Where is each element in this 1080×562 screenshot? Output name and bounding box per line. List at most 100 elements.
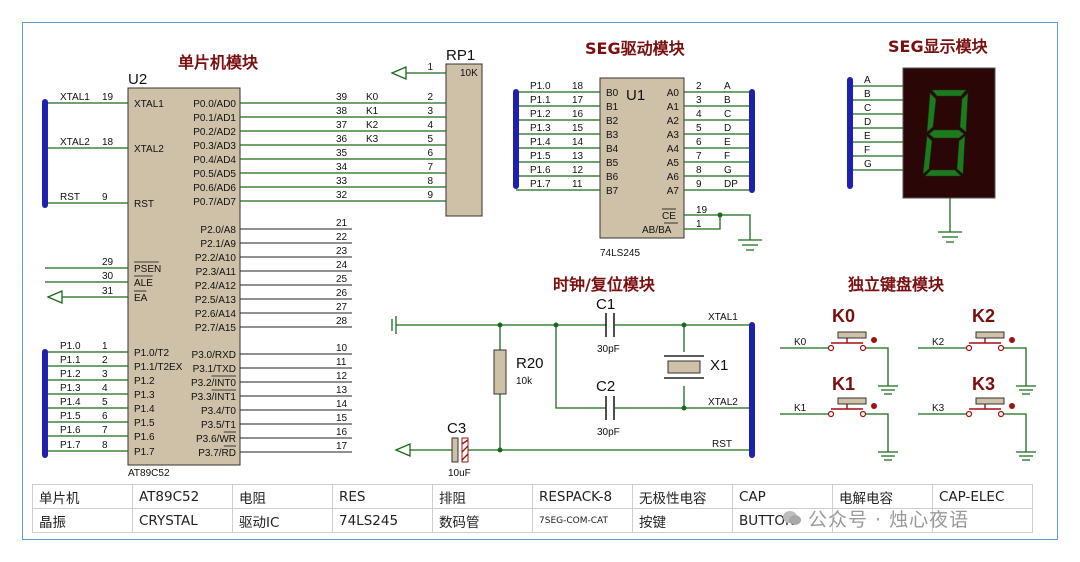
u1-net-label: P1.3 — [530, 123, 551, 134]
u1-pin-name: A2 — [667, 116, 680, 127]
u1-ce-label: CE — [662, 211, 676, 222]
u1-pin-num: 3 — [696, 95, 702, 106]
u2-p0-name: P0.6/AD6 — [193, 183, 236, 194]
u2-p3-num: 12 — [336, 371, 348, 382]
u2-pin-name: EA — [134, 293, 148, 304]
table-cell: CRYSTAL — [132, 508, 233, 533]
u2-net-label: P1.1 — [60, 355, 81, 366]
xtal1-net-label: XTAL1 — [708, 312, 738, 323]
u1-pin-name: A5 — [667, 158, 680, 169]
table-cell: AT89C52 — [132, 484, 233, 509]
u1-pin-num: 9 — [696, 179, 702, 190]
table-cell: BUTTON — [732, 508, 833, 533]
u2-ref: U2 — [128, 71, 147, 88]
u1-pin-num: 5 — [696, 123, 702, 134]
key-gnd-wire — [1004, 347, 1027, 386]
u1-pin-num: 8 — [696, 165, 702, 176]
table-cell: 电阻 — [232, 484, 333, 509]
rp1-pin-num: 5 — [427, 134, 433, 145]
u2-net-label: XTAL1 — [60, 92, 90, 103]
u1-ref: U1 — [626, 87, 645, 104]
u2-p2-name: P2.3/A11 — [196, 267, 237, 278]
watermark: 公众号 · 烛心夜语 — [808, 509, 970, 531]
u2-p0-num: 36 — [336, 134, 348, 145]
u2-p2-name: P2.0/A8 — [200, 225, 236, 236]
u2-pin-name: P1.5 — [134, 418, 155, 429]
u1-pin-name: A1 — [667, 102, 680, 113]
u2-net-label: P1.3 — [60, 383, 81, 394]
u1-pin-num: 6 — [696, 137, 702, 148]
u1-net-label: P1.1 — [530, 95, 551, 106]
u1-net-label: P1.2 — [530, 109, 551, 120]
wechat-icon — [783, 511, 801, 525]
u2-p0-num: 34 — [336, 162, 348, 173]
u2-pin-num: 29 — [102, 257, 114, 268]
u2-net-label: XTAL2 — [60, 137, 90, 148]
u2-pin-num: 3 — [102, 369, 108, 380]
u1-pin-num: 17 — [572, 95, 584, 106]
u2-p3-num: 15 — [336, 413, 348, 424]
key-net-label: K2 — [932, 337, 945, 348]
c1-value: 30pF — [597, 344, 620, 355]
u1-pin-num: 4 — [696, 109, 702, 120]
u2-pin-num: 30 — [102, 271, 114, 282]
ground-icon — [1016, 451, 1036, 461]
u2-pin-num: 18 — [102, 137, 114, 148]
u2-body — [127, 87, 241, 466]
u2-p3-name: P3.2/INT0 — [191, 378, 236, 389]
u2-p3-num: 13 — [336, 385, 348, 396]
u1-pin-num: 14 — [572, 137, 584, 148]
title-clock-reset-module: 时钟/复位模块 — [553, 275, 656, 294]
u2-p0-net: K0 — [366, 92, 379, 103]
u2-p0-num: 38 — [336, 106, 348, 117]
u2-p0-name: P0.4/AD4 — [193, 155, 236, 166]
c3-value: 10uF — [448, 468, 471, 479]
u2-p2-num: 23 — [336, 246, 348, 257]
u2-pin-name: P1.4 — [134, 404, 155, 415]
u1-net-label: D — [724, 123, 731, 134]
seg-net-label: B — [864, 89, 871, 100]
u1-abba-num: 1 — [696, 219, 702, 230]
u2-p2-name: P2.7/A15 — [195, 323, 237, 334]
rp1-pin-num: 3 — [427, 106, 433, 117]
u2-p0-num: 37 — [336, 120, 348, 131]
u2-p2-num: 28 — [336, 316, 348, 327]
rst-arrow — [394, 443, 411, 457]
table-cell: 驱动IC — [232, 508, 333, 533]
rp1-pin-num: 1 — [427, 62, 433, 73]
u1-pin-name: A6 — [667, 172, 680, 183]
u1-pin-name: A7 — [667, 186, 680, 197]
u1-pin-num: 18 — [572, 81, 584, 92]
u1-pin-name: B5 — [606, 158, 619, 169]
u1-net-label: A — [724, 81, 731, 92]
rst-net-label: RST — [712, 439, 732, 450]
table-cell: 按键 — [632, 508, 733, 533]
title-mcu-module: 单片机模块 — [178, 53, 259, 72]
u1-net-label: P1.0 — [530, 81, 551, 92]
u2-p0-num: 33 — [336, 176, 348, 187]
r20-ref: R20 — [516, 355, 544, 372]
u2-pin-name: XTAL2 — [134, 144, 164, 155]
u1-ce-num: 19 — [696, 205, 708, 216]
u2-net-label: RST — [60, 192, 80, 203]
u2-pin-name: P1.7 — [134, 447, 155, 458]
u2-p2-name: P2.2/A10 — [195, 253, 237, 264]
u2-pin-name: PSEN — [134, 264, 161, 275]
table-cell: 排阻 — [432, 484, 533, 509]
u1-pin-name: B6 — [606, 172, 619, 183]
u2-pin-num: 6 — [102, 411, 108, 422]
u2-pin-name: P1.3 — [134, 390, 155, 401]
u1-gnd-wire — [720, 214, 751, 240]
u2-p3-name: P3.4/T0 — [201, 406, 236, 417]
key-label: K1 — [832, 374, 855, 394]
u1-pin-num: 15 — [572, 123, 584, 134]
key-label: K0 — [832, 306, 855, 326]
u1-pin-num: 13 — [572, 151, 584, 162]
u2-pin-num: 5 — [102, 397, 108, 408]
u2-p0-num: 32 — [336, 190, 348, 201]
u2-p3-num: 17 — [336, 441, 348, 452]
ground-icon — [1016, 385, 1036, 395]
